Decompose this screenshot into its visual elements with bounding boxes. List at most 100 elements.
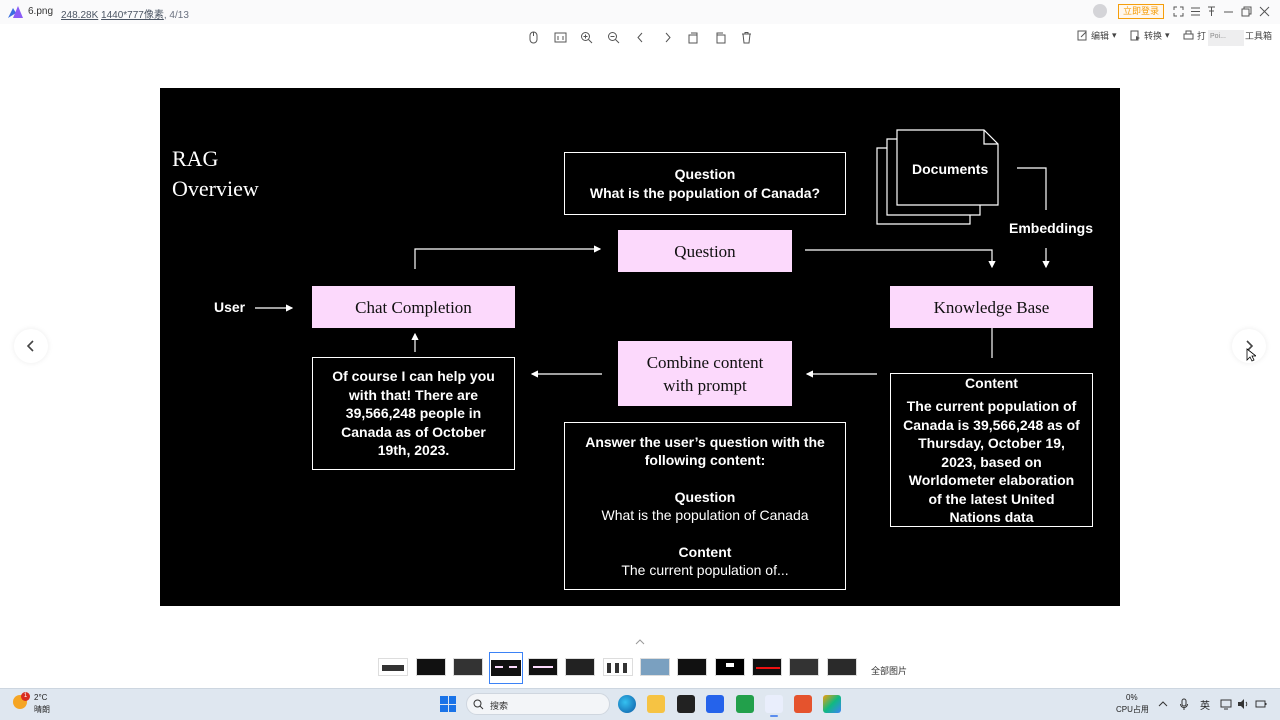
combine-node: Combine content with prompt [618,341,792,406]
all-images-link[interactable]: 全部图片 [871,666,908,676]
thumbnail[interactable] [752,658,782,676]
thumbnail[interactable] [603,658,633,676]
pin-icon[interactable] [1203,3,1219,19]
wps-app-icon[interactable] [706,695,724,713]
tools-button[interactable]: 工具箱 [1245,29,1272,42]
thumbnail[interactable] [677,658,707,676]
spreadsheet-app-icon[interactable] [736,695,754,713]
image-viewer-app-icon[interactable] [765,695,783,717]
previous-icon[interactable] [631,28,649,46]
question-example-head: Question [674,166,736,182]
thumbnail-strip [0,652,1280,684]
menu-icon[interactable] [1187,3,1203,19]
content-text: The current population of Canada is 39,5… [903,398,1080,525]
chat-completion-node: Chat Completion [312,286,515,328]
taskbar [0,688,1280,720]
thumbnail[interactable] [416,658,446,676]
edge-browser-icon[interactable] [618,695,636,713]
convert-menu[interactable]: 转换▾ [1130,29,1170,42]
edit-label: 编辑 [1091,31,1110,41]
print-button[interactable]: 打 [1183,29,1206,42]
prompt-question-head: Question [674,488,736,505]
paint-app-icon[interactable] [823,695,841,713]
chevron-up-icon[interactable] [1157,697,1169,709]
login-button[interactable]: 立即登录 [1118,4,1165,19]
question-node: Question [618,230,792,272]
thumbnail[interactable] [565,658,595,676]
delete-icon[interactable] [737,28,755,46]
chevron-down-icon: ▾ [1165,30,1170,40]
print-icon [1183,30,1194,40]
tools-label: 工具箱 [1245,31,1273,41]
tooltip-ghost: Poi... [1208,30,1244,46]
cpu-usage-label: CPU占用 [1116,705,1149,714]
search-placeholder: 搜索 [490,701,509,711]
embeddings-label: Embeddings [1009,220,1094,236]
input-method-indicator[interactable]: 英 [1200,701,1210,712]
documents-stack-icon [876,129,999,225]
fullscreen-icon[interactable] [1170,3,1186,19]
battery-icon[interactable] [1255,697,1267,709]
weather-temp: 2°C [34,693,48,702]
restore-icon[interactable] [1238,3,1254,19]
chevron-left-icon [26,340,34,352]
thumbnail[interactable] [453,658,483,676]
prompt-instruction: Answer the user’s question with the foll… [585,433,825,469]
weather-badge: 1 [21,692,30,701]
chevron-right-icon [1246,340,1254,352]
rotate-left-icon[interactable] [684,28,702,46]
content-box: Content The current population of Canada… [890,373,1093,527]
thumbnail[interactable] [715,658,745,676]
display-icon[interactable] [1220,697,1232,710]
zoom-in-icon[interactable] [577,28,595,46]
slide-title: RAG Overview [172,146,259,201]
mouse-mode-icon[interactable] [524,28,542,46]
convert-label: 转换 [1144,31,1163,41]
close-icon[interactable] [1256,3,1272,19]
collapse-thumbnails-icon[interactable] [632,639,648,645]
mouse-cursor-icon [1246,348,1256,362]
answer-box: Of course I can help you with that! Ther… [312,357,515,470]
next-icon[interactable] [658,28,676,46]
thumbnail[interactable] [378,658,408,676]
actual-size-icon[interactable] [551,28,569,46]
next-image-button[interactable] [1232,329,1266,363]
terminal-app-icon[interactable] [677,695,695,713]
image-index: , 4/13 [163,10,189,21]
weather-desc: 晴朗 [34,705,50,714]
prompt-content-text: The current population of... [621,562,789,578]
thumbnail[interactable] [789,658,819,676]
zoom-out-icon[interactable] [604,28,622,46]
volume-icon[interactable] [1237,697,1249,709]
image-canvas: RAG Overview Question What is the popula… [160,88,1120,606]
content-head: Content [965,374,1018,391]
app-logo-icon [8,6,23,18]
thumbnail[interactable] [827,658,857,676]
taskbar-search[interactable]: 搜索 [466,693,610,715]
file-explorer-icon[interactable] [647,695,665,713]
presentation-app-icon[interactable] [794,695,812,713]
rotate-right-icon[interactable] [711,28,729,46]
edit-menu[interactable]: 编辑▾ [1077,29,1117,42]
avatar[interactable] [1093,4,1107,18]
minimize-icon[interactable] [1220,3,1236,19]
thumbnail[interactable] [640,658,670,676]
knowledge-base-node: Knowledge Base [890,286,1093,328]
file-meta: 248.28K 1440*777像素, 4/13 [61,6,189,21]
chevron-down-icon: ▾ [1112,30,1117,40]
previous-image-button[interactable] [14,329,48,363]
thumbnail-active[interactable] [489,652,523,684]
thumbnail[interactable] [528,658,558,676]
prompt-box: Answer the user’s question with the foll… [564,422,846,590]
answer-text: Of course I can help you with that! Ther… [332,368,495,459]
file-size: 248.28K [61,10,99,21]
cpu-usage-value: 0% [1126,693,1138,702]
microphone-icon[interactable] [1178,697,1190,710]
start-button[interactable] [440,696,456,712]
user-label: User [214,299,246,315]
image-dimensions: 1440*777像素 [101,10,164,21]
search-icon [473,699,484,710]
prompt-question-text: What is the population of Canada [601,507,809,523]
print-label: 打 [1197,31,1207,41]
file-name: 6.png [28,6,54,17]
